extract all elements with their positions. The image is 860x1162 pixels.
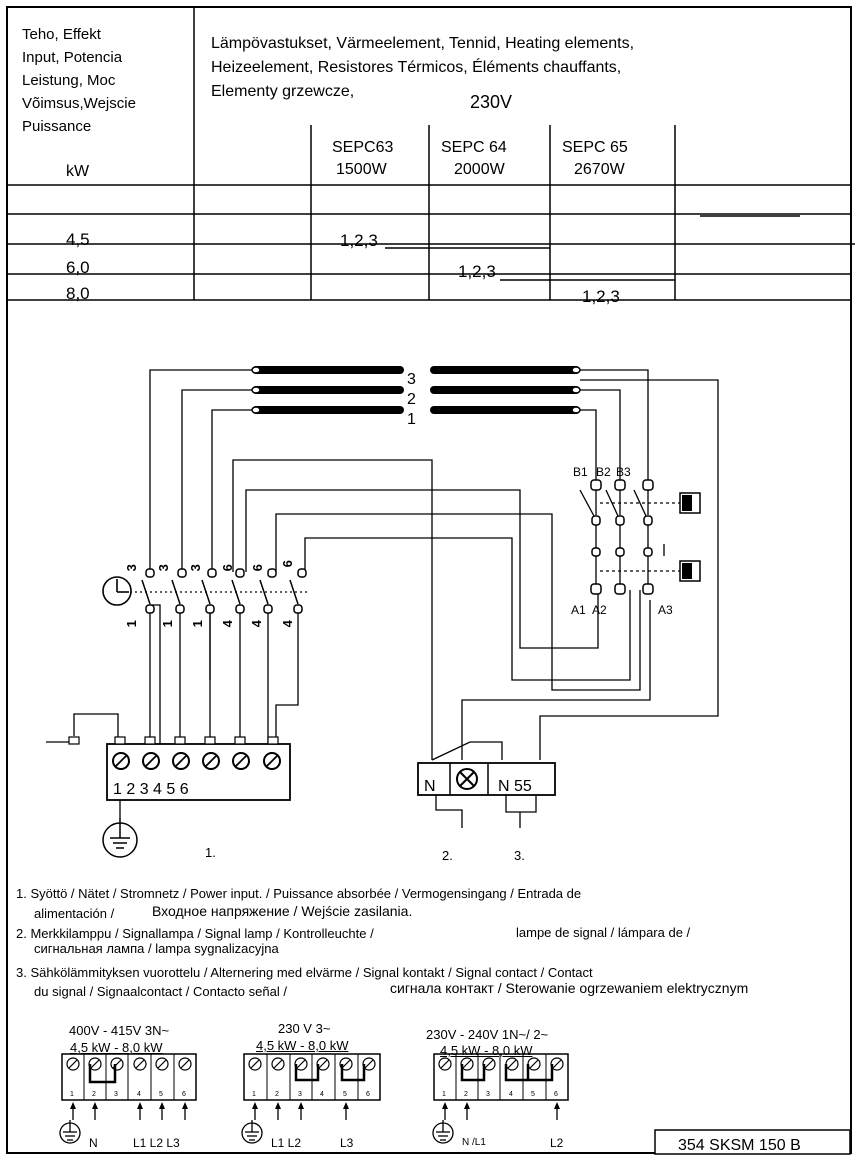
conn1-label-n: N (89, 1136, 98, 1150)
conn2-voltage: 230 V 3~ (278, 1021, 331, 1036)
legend-1a: 1. Syöttö / Nätet / Stromnetz / Power in… (16, 886, 582, 901)
row-value-2: 1,2,3 (458, 262, 496, 281)
conn1-label-l: L1 L2 L3 (133, 1136, 180, 1150)
legend-3a: 3. Sähkölämmityksen vuorottelu / Alterne… (16, 965, 593, 980)
contact-b3: B3 (616, 465, 631, 479)
conn3-voltage: 230V - 240V 1N~/ 2~ (426, 1027, 549, 1042)
col-model-1: SEPC63 (332, 139, 394, 156)
row-kw-3: 8,0 (66, 284, 90, 303)
lamp-n55: N 55 (498, 778, 532, 795)
conn2-power: 4,5 kW - 8,0 kW (256, 1038, 349, 1053)
lamp-n: N (424, 778, 436, 795)
col-watts-3: 2670W (574, 161, 625, 178)
power-header-4: Võimsus,Wejscie (22, 95, 136, 112)
conn2-label-l12: L1 L2 (271, 1136, 302, 1150)
row-kw-1: 4,5 (66, 230, 90, 249)
terminal-block (68, 736, 291, 801)
contact-a1: A1 (571, 603, 586, 617)
power-header-2: Input, Potencia (22, 49, 123, 66)
conn1-power: 4,5 kW - 8,0 kW (70, 1040, 163, 1055)
element-number-2: 2 (407, 391, 416, 408)
power-header-5: Puissance (22, 118, 92, 135)
elements-title-2: Heizeelement, Resistores Térmicos, Éléme… (211, 59, 622, 76)
diagram-label-2: 2. (442, 848, 453, 863)
conn3-power: 4,5 kW - 8,0 kW (440, 1043, 533, 1058)
conn2-label-l3: L3 (340, 1136, 354, 1150)
row-kw-2: 6,0 (66, 258, 90, 277)
contact-a3: A3 (658, 603, 673, 617)
power-unit: kW (66, 163, 90, 180)
power-header-3: Leistung, Moc (22, 72, 116, 89)
diagram-label-3: 3. (514, 848, 525, 863)
clock-icon (102, 576, 132, 606)
elements-title-1: Lämpövastukset, Värmeelement, Tennid, He… (211, 35, 635, 52)
col-model-2: SEPC 64 (441, 139, 507, 156)
terminal-numbers: 1 2 3 4 5 6 (113, 781, 189, 798)
power-header-1: Teho, Effekt (22, 26, 101, 43)
legend-1b: alimentación / (34, 906, 115, 921)
col-model-3: SEPC 65 (562, 139, 628, 156)
legend-2b: lampe de signal / lámpara de / (516, 925, 691, 940)
legend-1c: Входное напряжение / Wejście zasilania. (152, 903, 413, 919)
voltage-label: 230V (470, 92, 513, 112)
contact-b1: B1 (573, 465, 588, 479)
contact-a2: A2 (592, 603, 607, 617)
signal-lamp-block (417, 762, 556, 796)
connection-block-3 (432, 1053, 569, 1144)
elements-title-3: Elementy grzewcze, (211, 83, 355, 100)
legend-2a: 2. Merkkilamppu / Signallampa / Signal l… (16, 926, 374, 941)
connection-block-2 (241, 1053, 381, 1144)
diagram-label-1: 1. (205, 845, 216, 860)
element-number-3: 3 (407, 371, 416, 388)
legend-2c: сигнальная лампа / lampa sygnalizacyjna (34, 941, 279, 956)
wires (46, 369, 719, 828)
doc-code-box (654, 1129, 851, 1155)
legend-3b: du signal / Signaalcontact / Contacto se… (34, 984, 287, 999)
selector-switch (145, 568, 307, 614)
coil-icon (679, 492, 701, 582)
conn3-label-nl1: N /L1 (462, 1137, 486, 1148)
row-value-3: 1,2,3 (582, 287, 620, 306)
connection-block-1 (59, 1053, 197, 1144)
earth-icon (102, 818, 138, 858)
conn3-label-l2: L2 (550, 1136, 564, 1150)
doc-code: 354 SKSM 150 B (678, 1137, 801, 1154)
row-value-1: 1,2,3 (340, 231, 378, 250)
col-watts-2: 2000W (454, 161, 505, 178)
contactor (590, 479, 654, 595)
contact-b2: B2 (596, 465, 611, 479)
page-frame (6, 6, 852, 1154)
legend-3c: сигнала контакт / Sterowanie ogrzewaniem… (390, 980, 749, 996)
conn1-voltage: 400V - 415V 3N~ (69, 1023, 170, 1038)
col-watts-1: 1500W (336, 161, 387, 178)
heating-elements (251, 366, 581, 414)
element-number-1: 1 (407, 411, 416, 428)
